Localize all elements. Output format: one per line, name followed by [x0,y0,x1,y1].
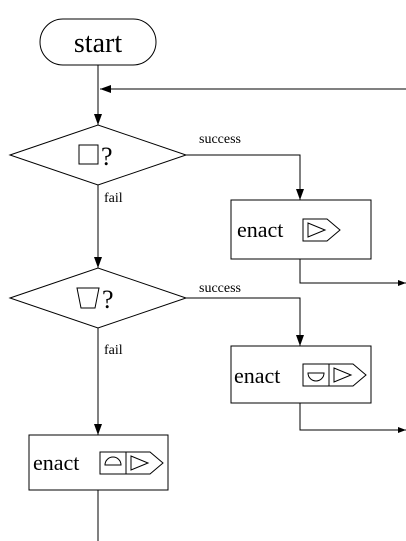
action-3: enact [28,434,169,491]
arrowhead-left-loop [100,85,111,93]
action-1-glyph [302,218,341,242]
play-triangle-icon [333,367,353,383]
connector-action-2-out [299,403,406,431]
arrowhead-down-5 [94,424,102,435]
half-circle-down-icon [307,372,325,382]
start-node: start [39,18,157,66]
arrowhead-down-3 [94,257,102,268]
pentagon-arrow-icon [99,451,164,475]
arrowhead-down-2 [296,189,304,200]
connector-action-1-out [299,259,406,284]
action-1-label: enact [237,217,283,242]
arrowhead-down-1 [94,114,102,125]
action-2: enact [230,345,372,404]
decision-1-fail-label: fail [104,191,123,206]
decision-1-suffix: ? [101,142,113,171]
decision-2: ? [8,267,188,329]
connector-success-1 [186,154,301,200]
play-triangle-icon [130,455,150,471]
start-label: start [74,28,122,59]
action-3-label: enact [33,450,79,475]
half-circle-up-icon [104,456,122,466]
connector-success-2 [186,297,301,346]
action-3-glyph [99,451,164,475]
trapezoid-icon [76,287,100,309]
arrowhead-right-2 [398,427,406,433]
decision-2-success-label: success [199,281,241,296]
square-icon [78,144,99,165]
pentagon-arrow-icon [302,218,341,242]
decision-2-suffix: ? [102,285,114,314]
pentagon-arrow-icon [302,363,367,387]
decision-1-success-label: success [199,132,241,147]
arrowhead-right-1 [398,280,406,286]
action-1: enact [230,199,372,260]
arrowhead-down-4 [296,335,304,346]
play-triangle-icon [307,222,327,238]
decision-2-fail-label: fail [104,343,123,358]
action-2-glyph [302,363,367,387]
decision-1: ? [8,124,188,186]
action-2-label: enact [234,363,280,388]
